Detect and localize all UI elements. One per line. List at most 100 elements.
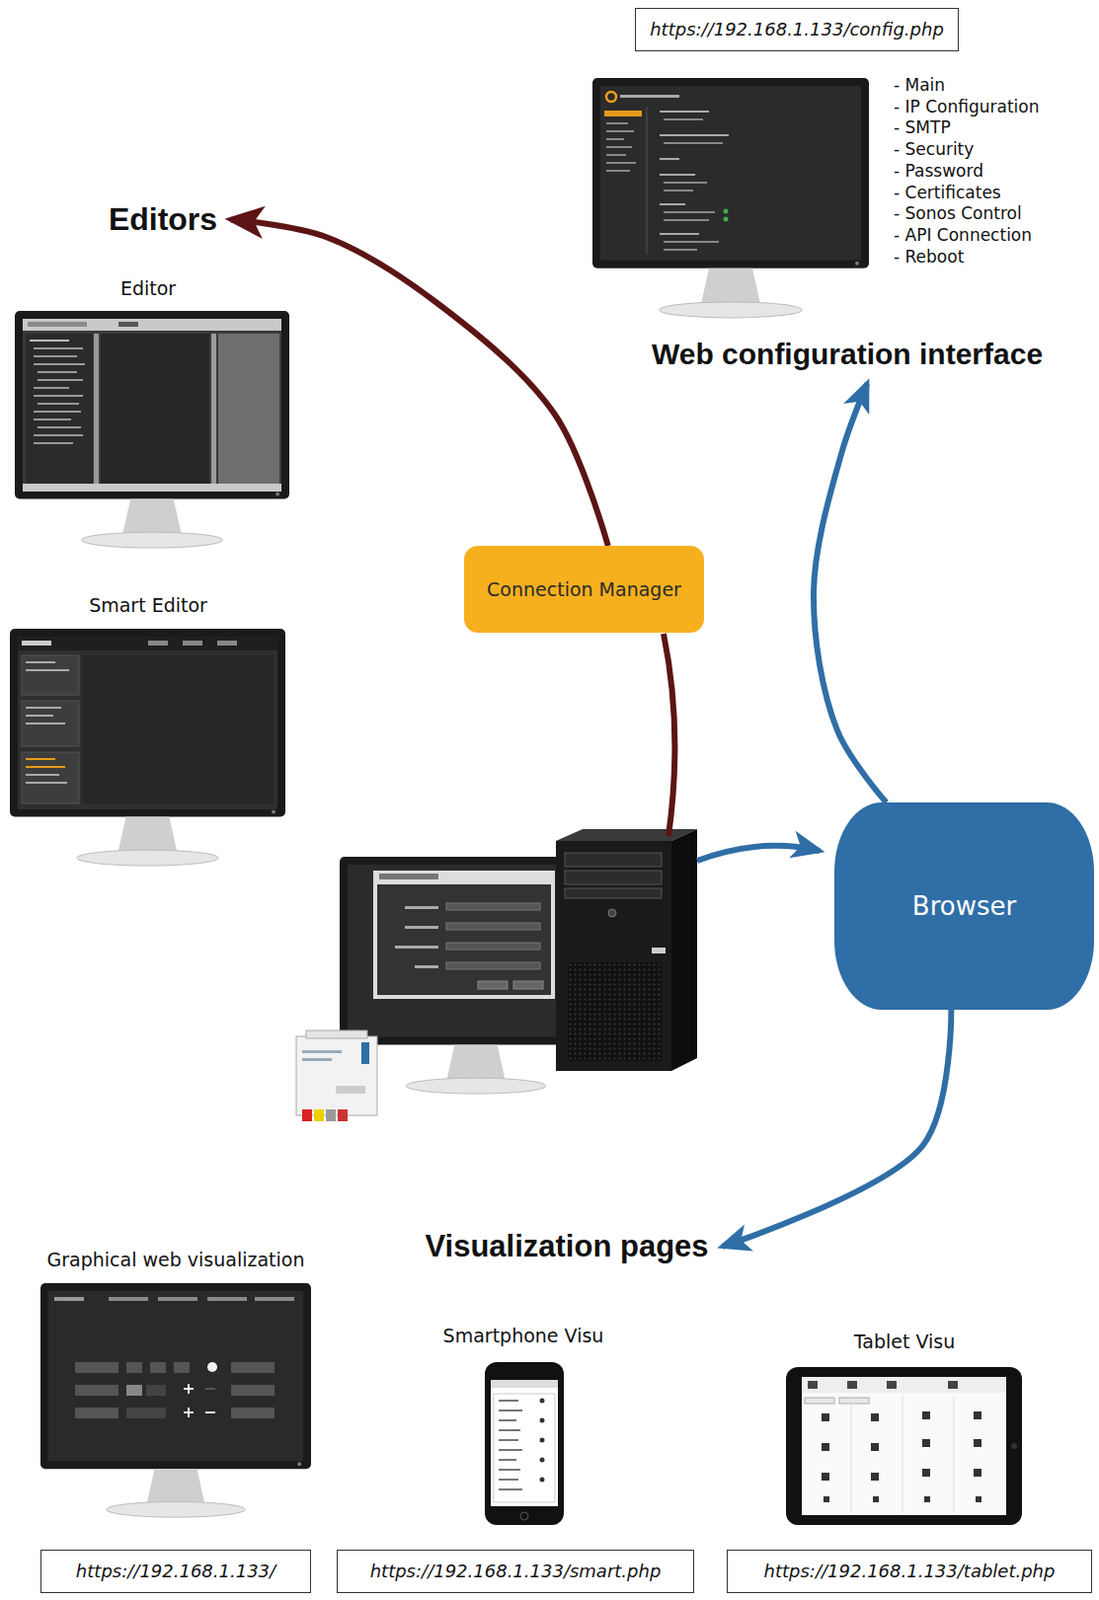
computer-link-line (663, 633, 675, 837)
computer-monitor (446, 942, 541, 950)
tablet (847, 1381, 858, 1390)
editor-monitor (118, 321, 139, 327)
computer-monitor (404, 906, 439, 910)
section-heading: Visualization pages (420, 1227, 712, 1267)
tablet (872, 1496, 879, 1503)
editor-monitor (33, 387, 70, 390)
knx-ip-device (302, 1050, 342, 1054)
visualization-monitor (75, 1408, 119, 1419)
smartphone (484, 1362, 564, 1526)
computer-browser-arrow (697, 846, 820, 862)
tablet (973, 1412, 982, 1420)
editor-monitor (37, 402, 79, 405)
smartphone (498, 1400, 519, 1403)
tablet (922, 1469, 931, 1478)
pc-tower (564, 888, 662, 899)
config-monitor (663, 211, 715, 214)
pc-tower (555, 829, 698, 1072)
config-monitor (592, 78, 869, 318)
knx-ip-device (296, 1036, 378, 1116)
visualization-monitor (187, 1408, 190, 1418)
editor-monitor (33, 355, 78, 358)
config-monitor (663, 189, 694, 192)
knx-ip-device (302, 1058, 332, 1062)
menu-item: - Reboot (893, 246, 964, 267)
editor-monitor (33, 410, 81, 413)
tablet (804, 1398, 835, 1405)
config-monitor (606, 154, 627, 157)
smart-editor-monitor (17, 636, 278, 651)
tablet (973, 1439, 982, 1448)
node-text: https://192.168.1.133/config.php (649, 18, 944, 41)
editor-monitor (211, 333, 217, 488)
editor-monitor (218, 333, 280, 488)
process-box: Connection Manager (464, 546, 705, 633)
visualization-monitor (173, 1362, 190, 1374)
visualization-monitor (157, 1297, 198, 1302)
smartphone (498, 1429, 521, 1432)
computer-monitor (394, 945, 439, 949)
smartphone (540, 1438, 546, 1444)
config-monitor (659, 233, 700, 236)
smartphone (540, 1399, 546, 1405)
device-caption: Smartphone Visu (443, 1325, 605, 1348)
config-monitor (620, 94, 680, 98)
editor-monitor (25, 333, 93, 488)
computer-monitor (446, 903, 541, 911)
editor-monitor (22, 318, 282, 492)
pc-tower (555, 841, 672, 1072)
config-monitor (606, 169, 630, 172)
config-monitor (604, 110, 642, 117)
arrowhead-def (231, 219, 951, 1247)
smart-editor-monitor (82, 655, 274, 804)
smart-editor-monitor (25, 766, 66, 769)
computer-monitor (377, 884, 551, 996)
config-monitor (606, 130, 634, 133)
smart-editor-monitor (21, 640, 52, 646)
menu-item: - Password (893, 160, 984, 181)
pc-tower (608, 909, 617, 918)
config-monitor (646, 106, 648, 255)
smart-editor-monitor (25, 714, 54, 717)
section-heading: Web configuration interface (647, 335, 1047, 375)
device-caption: Smart Editor (88, 594, 208, 618)
editor-monitor (22, 483, 282, 492)
smartphone (484, 1362, 564, 1526)
editor-monitor (37, 371, 78, 374)
smartphone (540, 1478, 546, 1484)
url-box: https://192.168.1.133/tablet.php (726, 1550, 1093, 1594)
pc-tower (567, 962, 662, 1062)
flow-arrow (813, 384, 887, 804)
smartphone (498, 1419, 517, 1422)
config-monitor (723, 209, 729, 215)
config-monitor (606, 91, 617, 102)
tablet (823, 1496, 830, 1503)
editor-monitor (29, 339, 70, 342)
tablet (785, 1367, 1022, 1526)
knx-ip-device (306, 1030, 368, 1039)
flow-arrow (231, 219, 609, 547)
tablet (886, 1381, 897, 1390)
config-monitor (659, 157, 680, 160)
knx-ip-device (296, 1030, 378, 1122)
device-caption: Graphical web visualization (47, 1249, 306, 1272)
editor-monitor (14, 311, 290, 549)
section-heading: Editors (104, 199, 222, 240)
editor-monitor (33, 363, 85, 366)
visualization-monitor (108, 1297, 149, 1302)
smart-editor-monitor (17, 636, 278, 810)
smart-editor-monitor (21, 752, 79, 804)
node-text: Browser (912, 891, 1017, 922)
editor-monitor (33, 347, 83, 350)
menu-item: - Security (893, 139, 974, 159)
node-text: https://192.168.1.133/ (55, 1561, 297, 1583)
tablet (801, 1377, 1007, 1394)
visualization-monitor (231, 1385, 275, 1397)
smart-editor-monitor (21, 701, 79, 747)
visualization-monitor (75, 1385, 119, 1397)
config-monitor (606, 122, 628, 125)
pc-tower (651, 947, 666, 954)
tablet (924, 1496, 931, 1503)
visualization-monitor (207, 1297, 247, 1302)
tablet (821, 1412, 982, 1503)
